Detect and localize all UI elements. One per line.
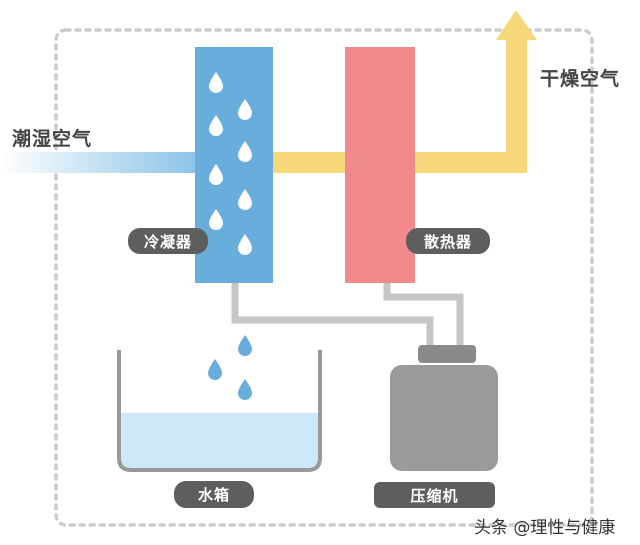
droplet-icon <box>238 99 252 120</box>
humid-air-flow <box>0 152 196 173</box>
compressor <box>390 365 498 471</box>
droplet-icon <box>238 234 252 255</box>
droplet-icon <box>238 189 252 210</box>
dashed-boundary <box>54 28 594 527</box>
condenser <box>195 47 273 283</box>
compressor-label: 压缩机 <box>374 482 495 508</box>
water-tank-label: 水箱 <box>174 481 254 508</box>
radiator <box>345 47 415 283</box>
pipe-condenser <box>231 283 434 348</box>
droplet-icon <box>238 379 252 400</box>
droplet-icon <box>208 359 222 380</box>
condenser-label: 冷凝器 <box>128 228 208 254</box>
watermark: 头条 @理性与健康 <box>474 518 616 538</box>
dry-air-arrow-head <box>496 10 537 40</box>
droplet-icon <box>238 141 252 162</box>
droplet-icon <box>238 335 252 356</box>
droplet-icon <box>209 72 223 93</box>
water <box>119 413 320 468</box>
droplet-icon <box>209 164 223 185</box>
droplet-icon <box>209 209 223 230</box>
radiator-label: 散热器 <box>406 228 490 254</box>
water-tank <box>117 350 322 472</box>
dry-air-label: 干燥空气 <box>540 68 621 90</box>
compressor-cap <box>418 345 476 363</box>
dry-air-riser <box>506 35 527 173</box>
humid-air-label: 潮湿空气 <box>12 128 93 150</box>
condenser-droplets <box>209 72 252 255</box>
droplet-icon <box>209 115 223 136</box>
falling-droplets <box>208 335 252 400</box>
pipe-radiator <box>383 283 464 348</box>
